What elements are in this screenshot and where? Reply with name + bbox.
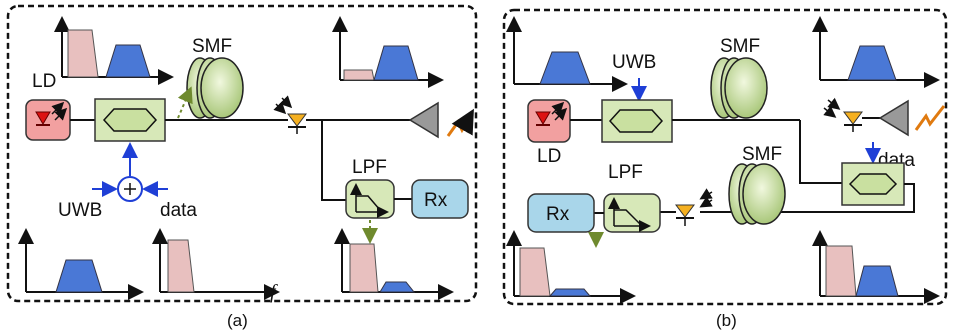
- rx-label-a: Rx: [424, 190, 448, 211]
- wireless-spark-b: [914, 105, 946, 131]
- uwb-label-a: UWB: [58, 200, 102, 221]
- lpf-block-b: [603, 193, 661, 233]
- freq-axis-label-a: f: [270, 281, 278, 303]
- panel-b-border: [502, 8, 948, 306]
- rx-block-b: [527, 193, 595, 233]
- spectrum-inset-a-uwb: [18, 228, 144, 300]
- modulator-b-uwb: [601, 99, 673, 143]
- ld-label-b: LD: [537, 146, 561, 167]
- ld-label-a: LD: [32, 71, 56, 92]
- panel-b: UWB SMF LD: [502, 8, 948, 330]
- data-label-a: data: [160, 200, 197, 221]
- smf-label-a: SMF: [192, 36, 232, 57]
- modulator-a: [94, 98, 166, 142]
- modulator-b-data: [841, 162, 905, 206]
- spectrum-inset-a-fiber-output: [332, 16, 444, 88]
- smf-spool-a: [186, 57, 244, 119]
- panel-a-border: [6, 4, 478, 303]
- panel-a: SMF LD: [6, 4, 478, 330]
- rx-block-a: [411, 179, 469, 219]
- photodiode-b-bottom: [675, 188, 713, 226]
- rx-label-b: Rx: [546, 204, 570, 225]
- wireless-spark-a: [446, 108, 474, 137]
- lpf-label-a: LPF: [352, 157, 387, 178]
- lpf-block-a: [345, 179, 395, 219]
- lpf-label-b: LPF: [608, 162, 643, 183]
- photodiode-a: [273, 95, 307, 134]
- laser-diode-a: [25, 99, 71, 141]
- smf-spool-b-bottom: [728, 163, 786, 225]
- tap-arrow-a: [177, 86, 193, 119]
- spectrum-inset-b-fiber-output: [812, 16, 940, 88]
- uwb-label-b: UWB: [612, 52, 656, 73]
- spectrum-inset-b-combined: [812, 230, 940, 304]
- smf2-label-b: SMF: [742, 144, 782, 165]
- smf-spool-b-top: [710, 57, 768, 119]
- baseband-spectrum: [67, 29, 99, 78]
- antenna-b: [878, 99, 909, 137]
- photodiode-b-top: [823, 97, 863, 132]
- spectrum-inset-b-filtered: [506, 230, 636, 304]
- spectrum-inset-a-data: [152, 228, 280, 300]
- smf1-label-b: SMF: [720, 36, 760, 57]
- caption-a: (a): [227, 311, 248, 330]
- laser-diode-b: [527, 99, 571, 143]
- spectrum-inset-a-input: [54, 16, 174, 85]
- caption-b: (b): [716, 311, 737, 330]
- uwb-spectrum: [105, 44, 151, 78]
- spectrum-inset-b-uwb: [506, 16, 628, 92]
- spectrum-inset-a-filtered: [334, 228, 454, 300]
- signal-combiner-a: [117, 176, 143, 202]
- antenna-a: [408, 101, 439, 139]
